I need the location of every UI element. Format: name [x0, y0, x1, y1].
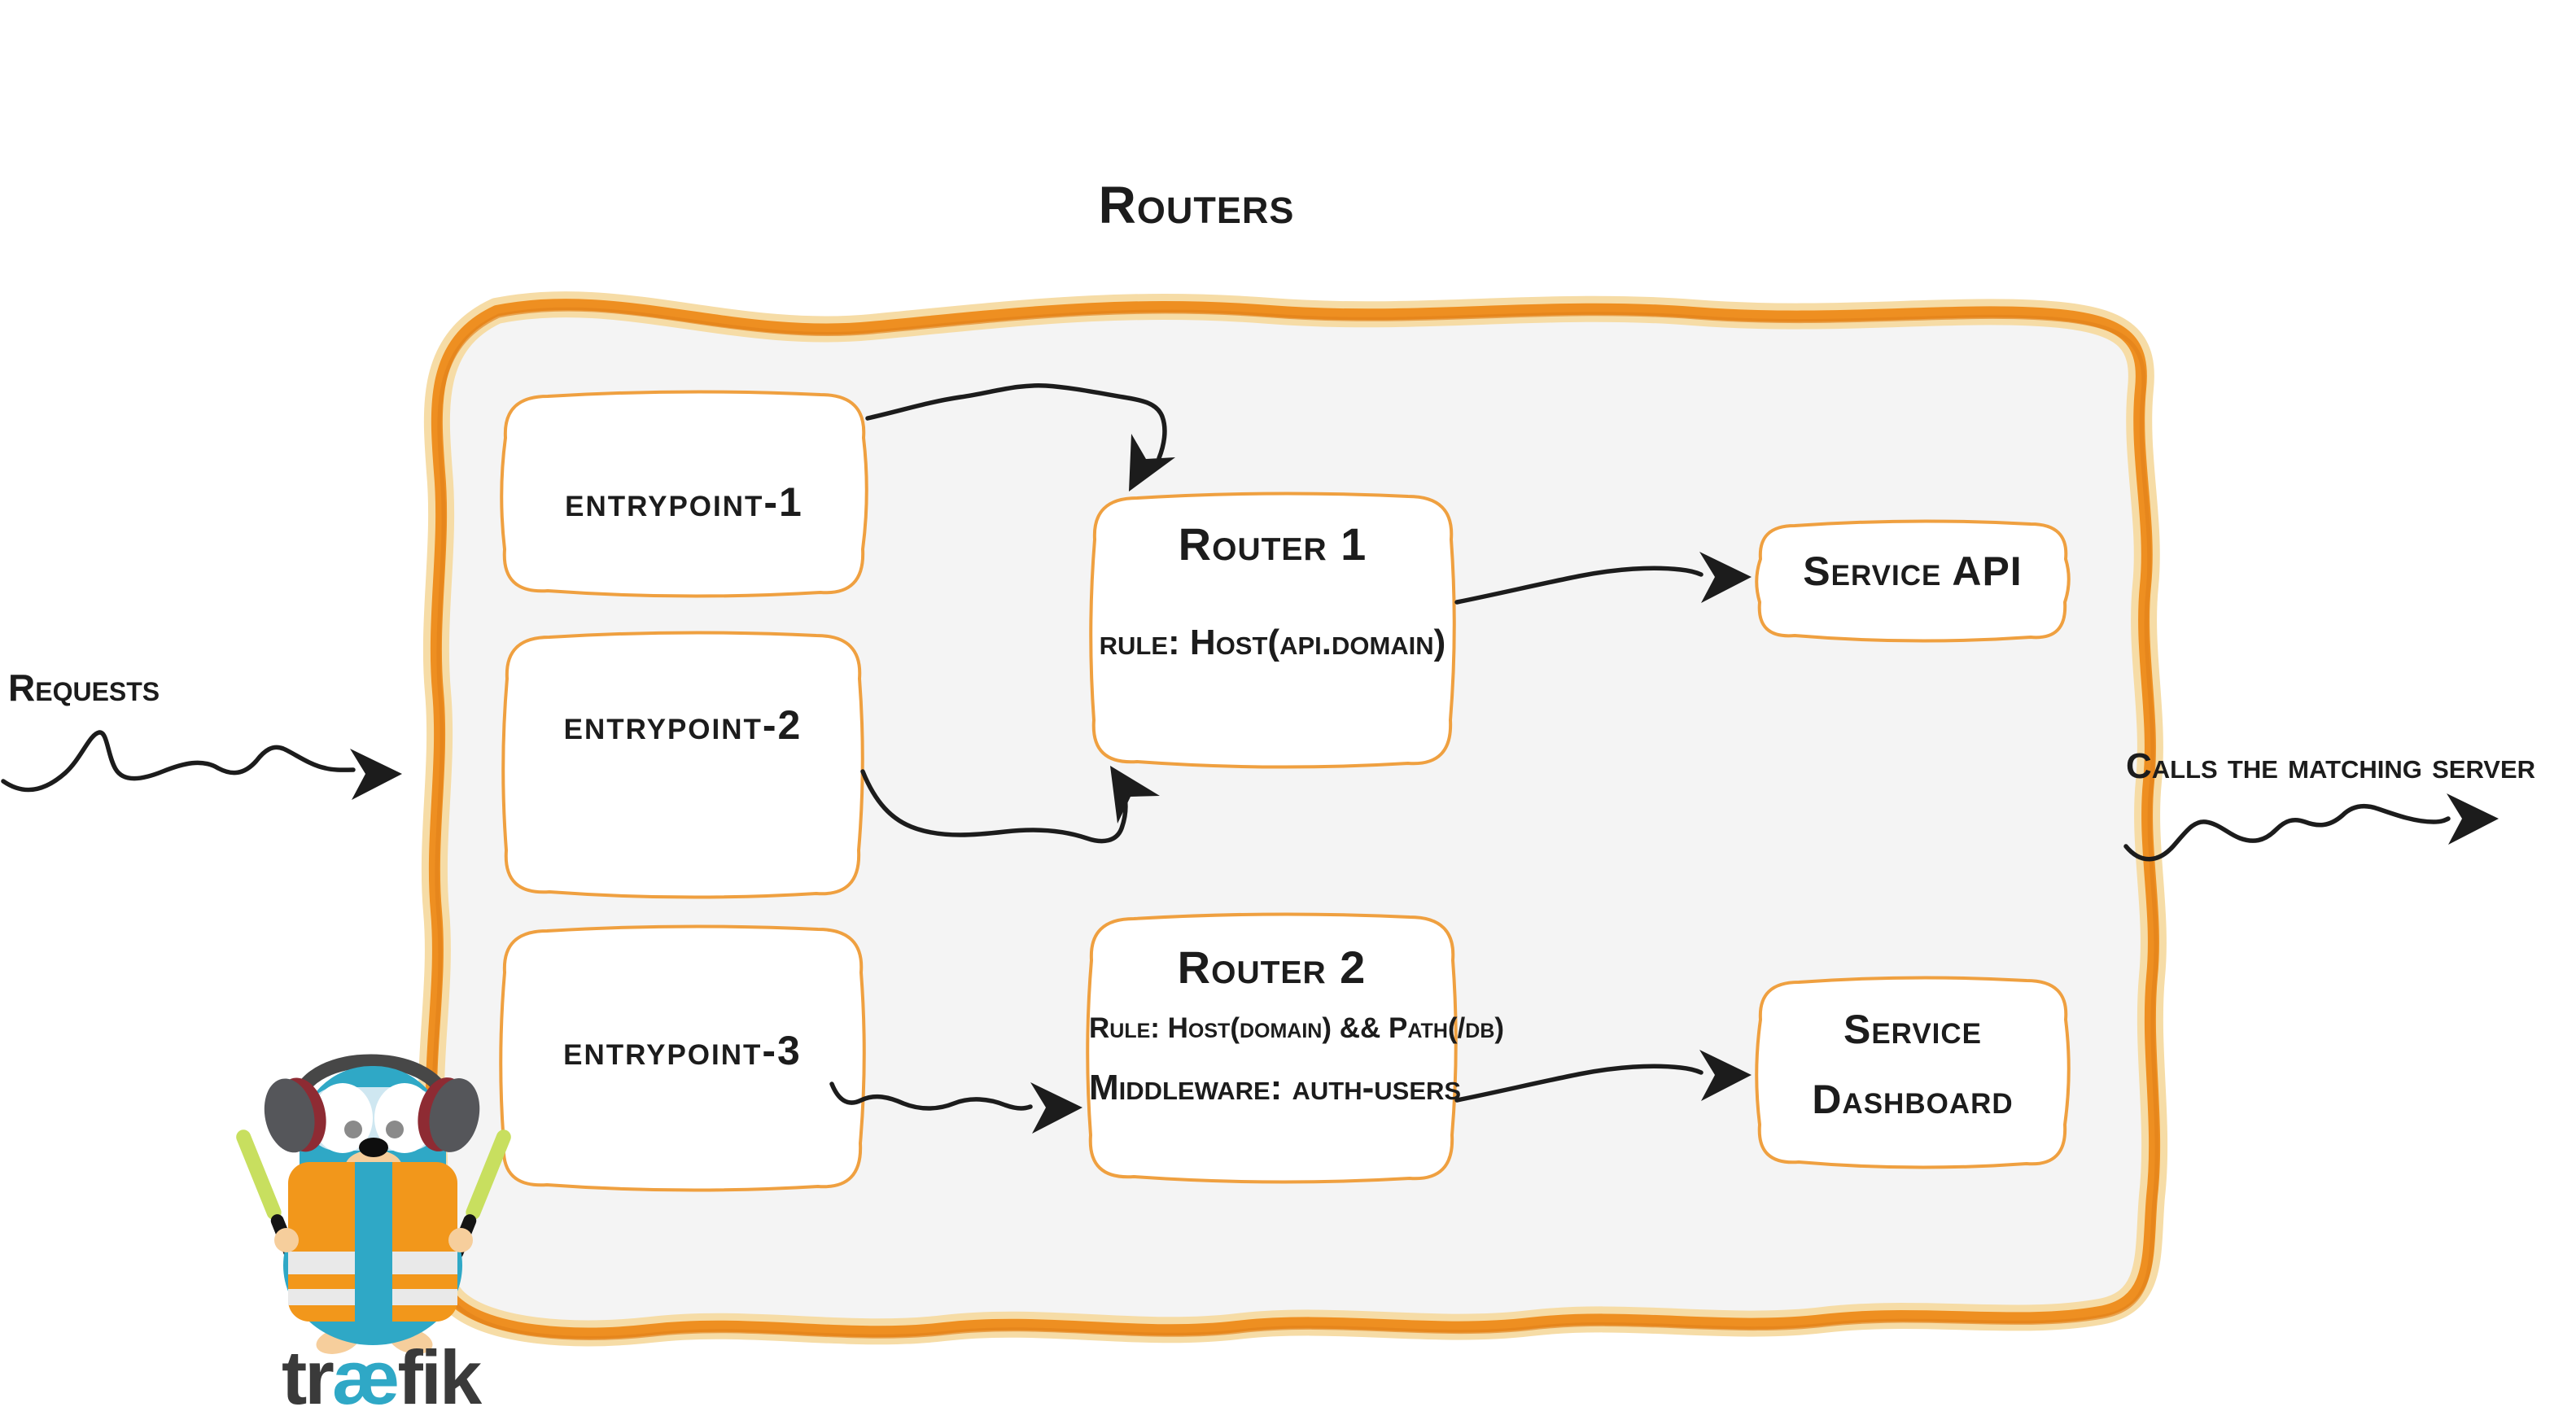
entrypoint-3-label: entrypoint-3 [563, 1028, 802, 1073]
traefik-logo-prefix: tr [282, 1335, 335, 1420]
entrypoint-1-label: entrypoint-1 [565, 479, 803, 525]
entrypoint-3-box [499, 924, 866, 1192]
traefik-logo-ae: æ [331, 1335, 400, 1420]
headphone-cup-right-icon [418, 1077, 480, 1152]
arrow-requests-in [1, 730, 402, 800]
headphone-cup-left-icon [264, 1077, 326, 1153]
router-1-box [1089, 492, 1456, 769]
traefik-gopher-mascot-icon [236, 1054, 511, 1354]
diagram-title: Routers [1098, 176, 1295, 234]
router-2-rule: Rule: Host(domain) && Path(/db) [1089, 1012, 1505, 1044]
service-dashboard-line2: Dashboard [1812, 1077, 2014, 1122]
entrypoint-1-box [500, 390, 868, 598]
arrow-router2-to-service-dashboard [1454, 1050, 1752, 1103]
arrow-entrypoint1-to-router1 [865, 382, 1175, 492]
router-1-title: Router 1 [1178, 518, 1367, 570]
service-api-label: Service API [1803, 548, 2023, 594]
router-2-box [1086, 912, 1458, 1184]
entrypoint-2-label: entrypoint-2 [563, 702, 803, 748]
traefik-logo-suffix: fik [397, 1335, 482, 1420]
service-dashboard-label: Service Dashboard [1758, 1009, 2067, 1120]
requests-label: Requests [8, 666, 160, 709]
arrow-router1-to-service-api [1454, 552, 1752, 605]
mascot-pupil-left [344, 1121, 362, 1138]
router-2-middleware: Middleware: auth-users [1089, 1068, 1462, 1108]
mascot-pupil-right [386, 1121, 404, 1138]
service-dashboard-line1: Service [1843, 1007, 1983, 1052]
safety-vest-icon [288, 1162, 457, 1322]
mascot-nose [359, 1138, 388, 1157]
arrow-calls-out [2123, 793, 2499, 862]
traefik-logo: træfik [282, 1339, 482, 1416]
entrypoint-2-box [501, 631, 864, 899]
mascot-hand-left [274, 1228, 299, 1252]
router-2-title: Router 2 [1177, 942, 1367, 993]
arrow-entrypoint2-to-router1 [860, 766, 1160, 844]
service-dashboard-box [1755, 976, 2071, 1169]
service-api-box [1755, 519, 2071, 643]
router-1-rule: rule: Host(api.domain) [1099, 623, 1446, 662]
mascot-hand-right [448, 1228, 473, 1252]
arrow-entrypoint3-to-router2 [829, 1081, 1082, 1134]
calls-matching-server-label: Calls the matching server [2126, 746, 2536, 786]
